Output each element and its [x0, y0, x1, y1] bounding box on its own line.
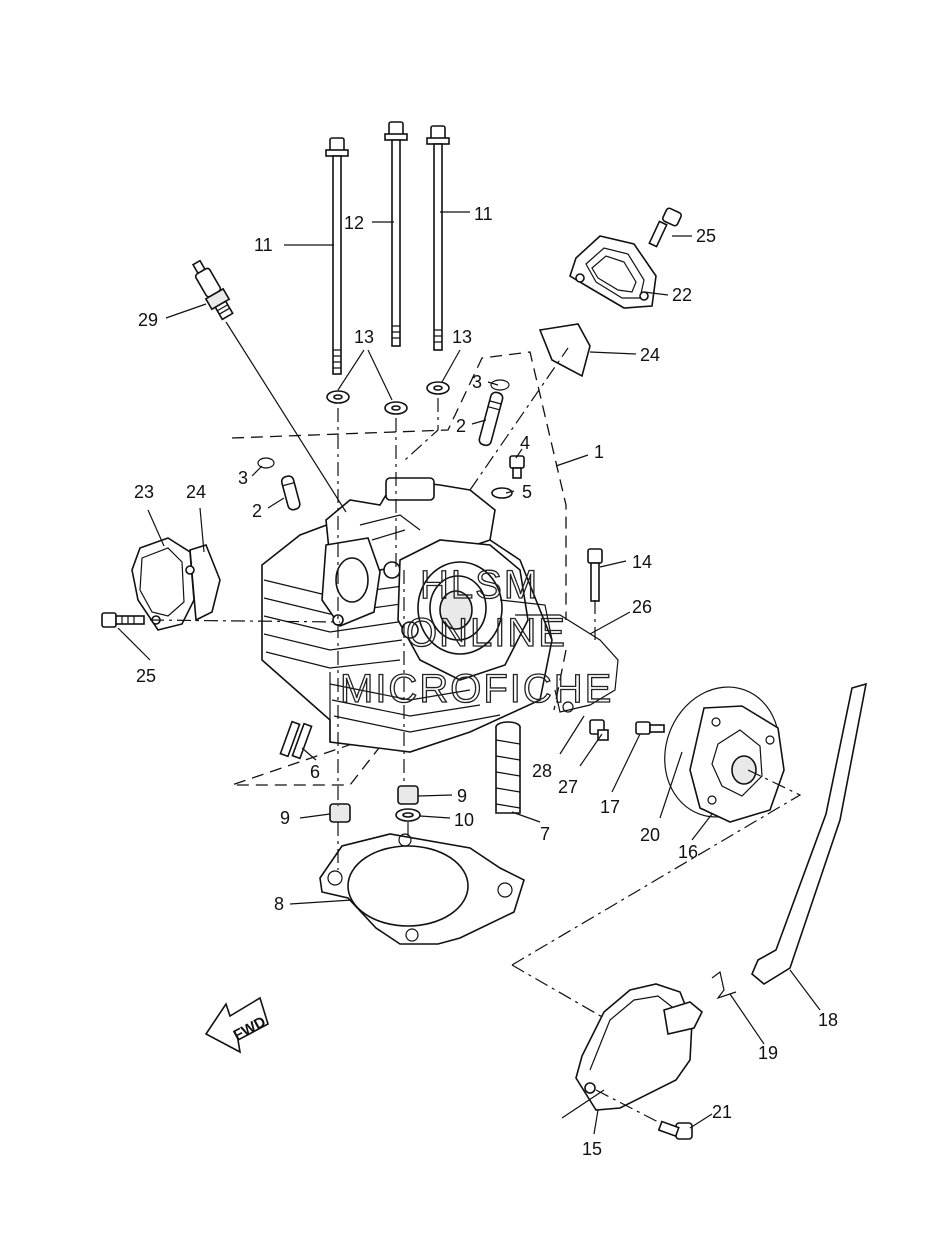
callout-20: 20 [640, 825, 660, 845]
callout-3-lower: 3 [238, 468, 248, 488]
washer-center [384, 401, 408, 415]
bleed-bolt [509, 455, 525, 479]
callout-2-upper: 2 [456, 416, 466, 436]
callout-25-left: 25 [136, 666, 156, 686]
head-bolt-right [426, 125, 450, 351]
tappet-cover-o-ring-top [538, 323, 591, 378]
tappet-cover-left [131, 537, 221, 631]
callout-9-right: 9 [457, 786, 467, 806]
oil-cover [575, 983, 703, 1111]
valve-guide-upper [478, 391, 504, 447]
callout-21: 21 [712, 1102, 732, 1122]
end-cover [664, 686, 785, 823]
head-bolt-left [325, 137, 349, 375]
callout-15: 15 [582, 1139, 602, 1159]
callout-23: 23 [134, 482, 154, 502]
callout-11-left: 11 [254, 235, 273, 255]
washer-left [326, 390, 350, 404]
callout-5: 5 [522, 482, 532, 502]
callout-8: 8 [274, 894, 284, 914]
fwd-direction-marker: FWD [204, 996, 269, 1054]
valve-clip-upper [490, 379, 510, 391]
head-bolt-center [384, 121, 408, 347]
cover-bolt-17 [635, 721, 665, 735]
chain-guide [495, 721, 521, 814]
callout-24-top: 24 [640, 345, 660, 365]
callout-17: 17 [600, 797, 620, 817]
hose-clip [711, 970, 737, 1000]
dowel-pin-left [329, 803, 351, 823]
callout-16: 16 [678, 842, 698, 862]
cylinder-head-gasket [319, 833, 525, 945]
callout-29: 29 [138, 310, 158, 330]
callout-13-left: 13 [354, 327, 374, 347]
callout-3-upper: 3 [472, 372, 482, 392]
bleed-bolt-washer [491, 487, 513, 499]
watermark-line-1: HLSM [420, 563, 539, 607]
o-ring [395, 808, 421, 822]
valve-guide-lower [280, 475, 301, 511]
callout-9-left: 9 [280, 808, 290, 828]
callout-19: 19 [758, 1043, 778, 1063]
breather-hose [751, 682, 868, 985]
callout-25-top: 25 [696, 226, 716, 246]
oil-cover-bolt [657, 1120, 693, 1140]
callout-2-lower: 2 [252, 501, 262, 521]
valve-clip-lower [257, 457, 275, 469]
callout-18: 18 [818, 1010, 838, 1030]
callout-12: 12 [344, 213, 364, 233]
dowel-pin-right [397, 785, 419, 805]
callout-22: 22 [672, 285, 692, 305]
bolt-14 [587, 548, 603, 602]
tappet-cover-bolt-left [101, 612, 145, 628]
callout-24-left: 24 [186, 482, 206, 502]
tappet-cover-top [569, 235, 657, 309]
cylinder-head [261, 477, 619, 753]
callout-28: 28 [532, 761, 552, 781]
watermark-line-2: ONLINE [406, 611, 567, 655]
tappet-cover-bolt-top [648, 207, 683, 248]
callout-26: 26 [632, 597, 652, 617]
spark-plug [191, 259, 234, 321]
stud-bolts [279, 720, 313, 760]
callout-14: 14 [632, 552, 652, 572]
callout-13-right: 13 [452, 327, 472, 347]
callout-6: 6 [310, 762, 320, 782]
cover-bolt-27 [589, 719, 609, 741]
callout-10: 10 [454, 810, 474, 830]
callout-11-right: 11 [474, 204, 493, 224]
callout-27: 27 [558, 777, 578, 797]
watermark-line-3: MICROFICHE [340, 667, 613, 711]
callout-4: 4 [520, 433, 530, 453]
washer-right [426, 381, 450, 395]
callout-7: 7 [540, 824, 550, 844]
callout-1: 1 [594, 442, 604, 462]
